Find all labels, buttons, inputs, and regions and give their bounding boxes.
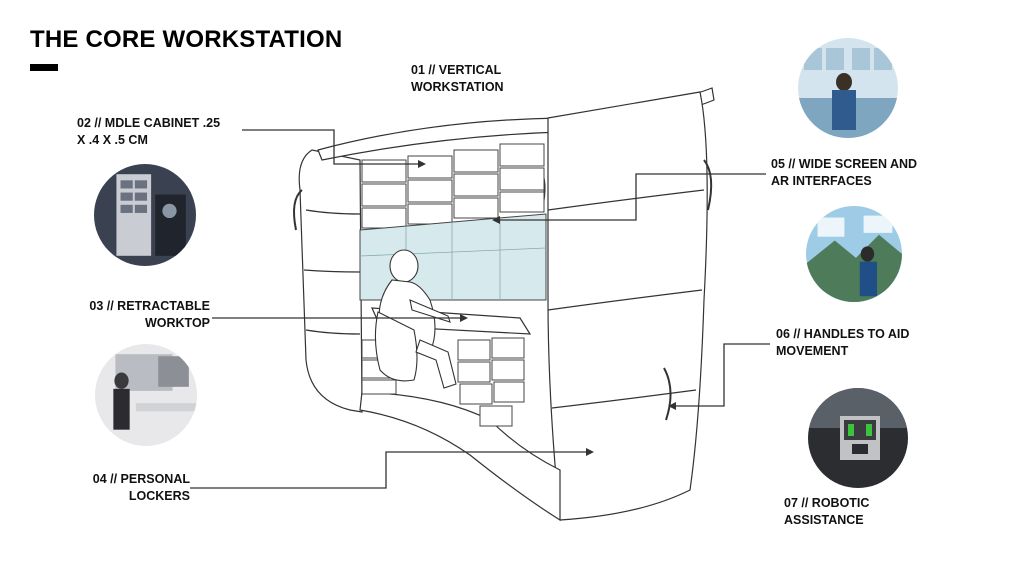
label-line: 06 // HANDLES TO AID	[776, 327, 910, 341]
photo-server-room	[94, 164, 196, 266]
label-line: 07 // ROBOTIC	[784, 496, 870, 510]
handle-right-top	[703, 159, 713, 211]
handle-right-bottom	[663, 367, 672, 421]
label-line: 01 // VERTICAL	[411, 63, 502, 77]
photo-control-panel	[798, 38, 898, 138]
label-line: LOCKERS	[128, 489, 190, 503]
label-line: MOVEMENT	[776, 344, 849, 358]
leader-06	[676, 343, 770, 407]
page-title: THE CORE WORKSTATION	[30, 26, 343, 53]
label-line: 04 // PERSONAL	[92, 472, 190, 486]
label-line: AR INTERFACES	[771, 174, 872, 188]
label-line: WORKTOP	[144, 316, 210, 330]
label-line: 03 // RETRACTABLE	[89, 299, 210, 313]
label-line: WORKSTATION	[411, 80, 504, 94]
title-underline	[30, 64, 58, 71]
label-vertical-workstation: 01 // VERTICAL WORKSTATION	[411, 62, 504, 96]
photo-vr-landscape	[806, 206, 902, 302]
label-line: 05 // WIDE SCREEN AND	[771, 157, 918, 171]
label-line: 02 // MDLE CABINET .25	[77, 116, 221, 130]
right-column	[547, 91, 708, 521]
label-robotic-assistance: 07 // ROBOTIC ASSISTANCE	[784, 495, 869, 529]
left-column	[298, 149, 363, 413]
leader-02	[242, 129, 418, 165]
base-front	[359, 391, 561, 522]
photo-ar-user	[95, 344, 197, 446]
leader-lines	[190, 129, 770, 489]
top-canopy	[317, 87, 715, 161]
leader-04	[190, 451, 586, 489]
seated-figure	[374, 249, 457, 389]
label-handles: 06 // HANDLES TO AID MOVEMENT	[776, 326, 909, 360]
label-personal-lockers: 04 // PERSONAL LOCKERS	[84, 471, 190, 505]
label-wide-screen: 05 // WIDE SCREEN AND AR INTERFACES	[771, 156, 917, 190]
leader-05	[500, 173, 766, 221]
photo-robot	[808, 388, 908, 488]
label-mdle-cabinet: 02 // MDLE CABINET .25 X .4 X .5 CM	[77, 115, 220, 149]
label-line: X .4 X .5 CM	[77, 133, 148, 147]
label-retractable-worktop: 03 // RETRACTABLE WORKTOP	[78, 298, 210, 332]
handle-left	[293, 189, 303, 231]
label-line: ASSISTANCE	[784, 513, 864, 527]
